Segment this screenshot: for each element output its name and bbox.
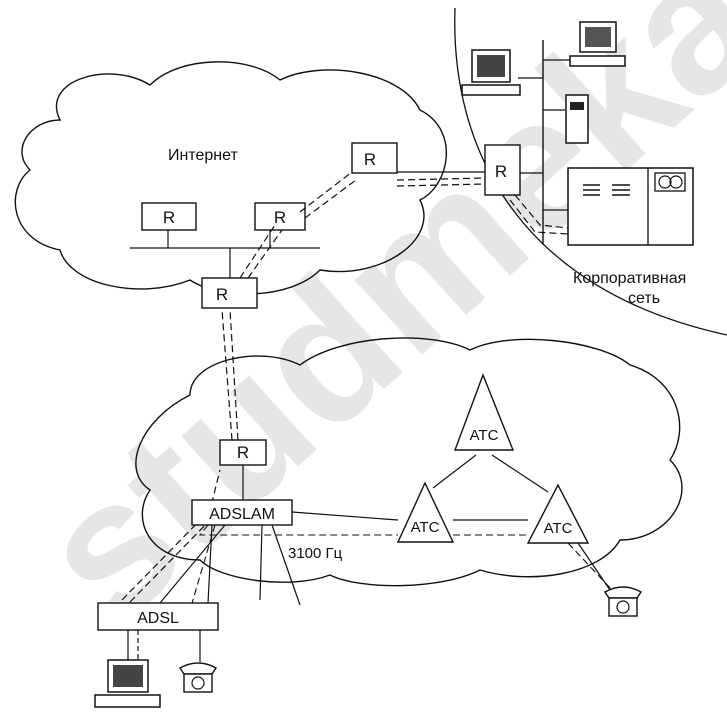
- svg-text:АТС: АТС: [544, 520, 573, 537]
- ats-left: АТС: [398, 483, 453, 542]
- router-internet-access: R: [202, 278, 257, 308]
- svg-text:АТС: АТС: [411, 519, 440, 536]
- svg-text:R: R: [274, 208, 286, 227]
- svg-text:R: R: [216, 285, 228, 304]
- ats-top: АТС: [455, 375, 513, 450]
- mainframe-icon: [568, 168, 693, 245]
- telephone-icon: [180, 663, 216, 692]
- adslam-node: ADSLAM: [192, 500, 292, 525]
- svg-text:R: R: [237, 443, 249, 462]
- telephone-icon: [605, 587, 641, 616]
- ats-right: АТС: [528, 485, 588, 543]
- router-internet-left: R: [142, 203, 196, 230]
- router-corporate: R: [485, 145, 520, 195]
- frequency-label: 3100 Гц: [288, 545, 343, 562]
- computer-icon: [95, 660, 160, 707]
- svg-text:ADSLAM: ADSLAM: [209, 506, 275, 523]
- router-internet-top: R: [352, 143, 397, 173]
- router-internet-right: R: [255, 203, 305, 230]
- router-access: R: [220, 440, 266, 465]
- internet-label: Интернет: [168, 147, 238, 164]
- watermark-text: studmeka: [0, 0, 727, 662]
- svg-text:R: R: [495, 162, 507, 181]
- svg-text:ADSL: ADSL: [137, 610, 179, 627]
- server-icon: [566, 95, 588, 143]
- corporate-network-label-line2: сеть: [628, 290, 660, 307]
- svg-text:R: R: [364, 150, 376, 169]
- svg-text:АТС: АТС: [470, 427, 499, 444]
- corporate-network-label-line1: Корпоративная: [573, 270, 686, 287]
- svg-text:R: R: [163, 208, 175, 227]
- adsl-modem: ADSL: [98, 603, 218, 630]
